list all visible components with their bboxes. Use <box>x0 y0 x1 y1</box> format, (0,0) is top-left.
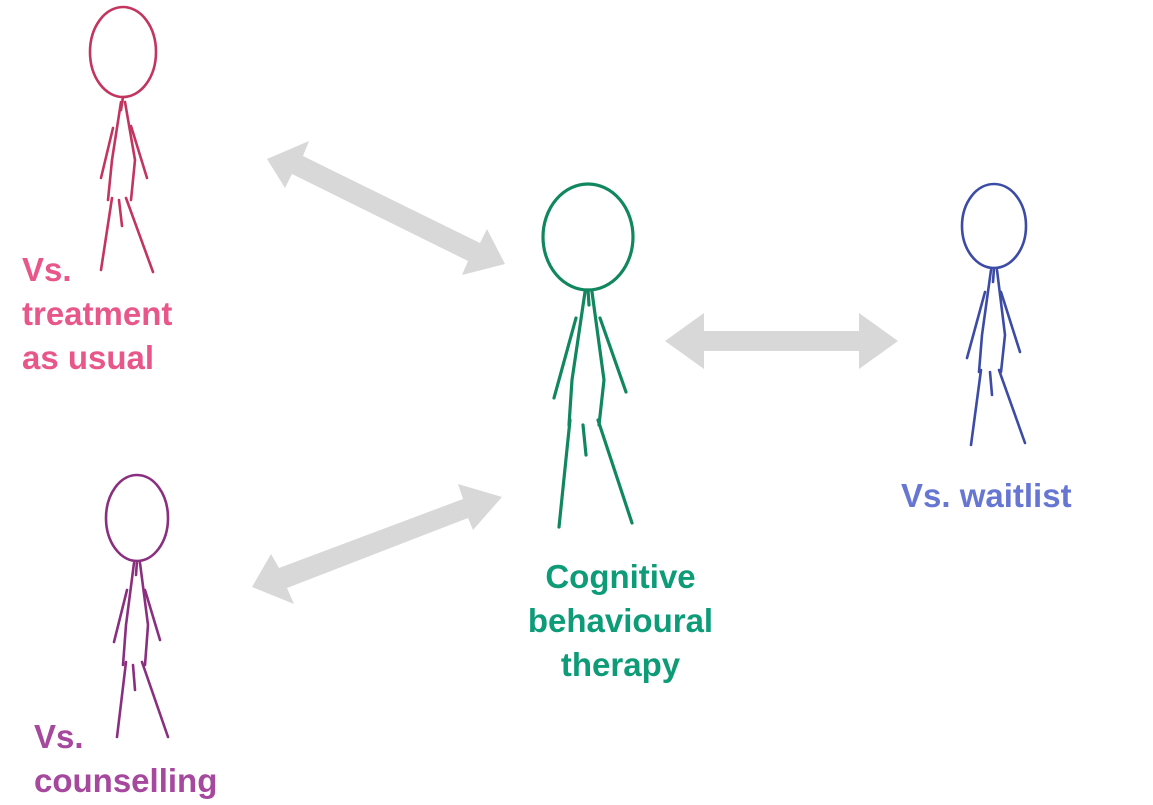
figure-head <box>960 182 1028 270</box>
label-line: treatment <box>22 295 173 332</box>
figure-arm-left <box>552 316 578 400</box>
figure-arm-left <box>99 126 115 180</box>
stick-figure-waitlist <box>960 182 1028 447</box>
figure-arm-left <box>965 290 987 360</box>
figure-body-right <box>138 561 150 667</box>
figure-leg-inner <box>131 663 137 692</box>
figure-head <box>104 473 170 563</box>
figure-arm-right <box>129 124 149 180</box>
figure-arm-right <box>999 290 1022 354</box>
label-treatment-as-usual: Vs. treatment as usual <box>22 248 172 380</box>
arrow-cbt-waitlist <box>665 313 898 369</box>
figure-leg-left <box>99 196 114 272</box>
figure-body-right <box>995 268 1007 374</box>
stick-figure-treatment-as-usual <box>88 5 158 274</box>
figure-leg-right <box>140 660 170 739</box>
label-line: Vs. <box>22 251 72 288</box>
label-line: therapy <box>560 646 681 683</box>
figure-body-right <box>123 100 137 202</box>
figure-arm-right <box>598 316 628 394</box>
figure-arm-left <box>112 588 129 644</box>
label-waitlist: Vs. waitlist <box>901 474 1072 518</box>
figure-arm-right <box>143 588 162 642</box>
figure-leg-left <box>115 660 128 739</box>
arrow-cbt-tau <box>267 141 505 275</box>
figure-leg-right <box>596 418 634 525</box>
label-line: Vs. <box>34 718 84 755</box>
figure-leg-left <box>969 368 983 447</box>
label-line: Vs. waitlist <box>901 477 1072 514</box>
label-line: behavioural <box>527 602 714 639</box>
arrow-cbt-waitlist-shape <box>665 313 898 369</box>
arrow-cbt-counselling-shape <box>252 484 502 604</box>
figure-body-left <box>977 268 993 374</box>
figure-body-right <box>590 290 606 427</box>
stick-figure-cbt <box>541 182 635 529</box>
label-counselling: Vs. counselling <box>34 715 217 803</box>
label-line: Cognitive <box>545 558 696 595</box>
figure-body-left <box>121 561 136 667</box>
label-line: counselling <box>34 762 218 799</box>
figure-leg-inner <box>117 198 124 228</box>
label-cognitive-behavioural-therapy: Cognitive behavioural therapy <box>493 555 748 687</box>
figure-leg-inner <box>581 423 588 457</box>
stick-figure-counselling <box>104 473 170 739</box>
figure-neck <box>134 559 139 577</box>
arrow-cbt-tau-shape <box>267 141 505 275</box>
figure-leg-left <box>557 418 572 529</box>
figure-leg-inner <box>988 370 994 397</box>
figure-head <box>541 182 635 292</box>
label-line: as usual <box>22 339 155 376</box>
arrow-cbt-counselling <box>252 484 502 604</box>
figure-body-left <box>106 100 123 202</box>
figure-leg-right <box>997 368 1027 445</box>
figure-body-left <box>567 290 587 427</box>
figure-head <box>88 5 158 99</box>
figure-neck <box>586 288 591 307</box>
figure-neck <box>991 266 996 284</box>
figure-leg-right <box>124 196 155 274</box>
